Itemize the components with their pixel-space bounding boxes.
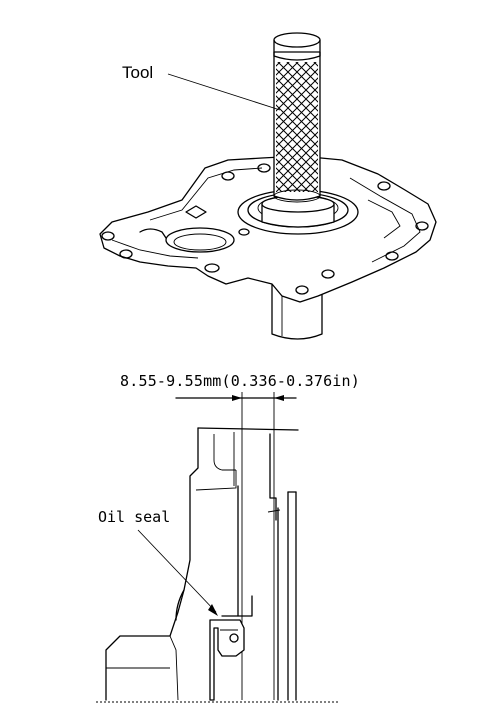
seal-depth-cross-section: 8.55-9.55mm(0.336-0.376in) (96, 372, 360, 703)
tool-leader-line (167, 73, 281, 111)
tool-label: Tool (122, 63, 153, 82)
dimension-label: 8.55-9.55mm(0.336-0.376in) (120, 372, 360, 390)
oil-seal-leader-line (137, 529, 217, 613)
oil-seal-label: Oil seal (98, 508, 170, 526)
pump-housing-illustration: Tool (99, 32, 437, 340)
oil-seal (209, 619, 245, 701)
tool-installer (261, 32, 335, 228)
